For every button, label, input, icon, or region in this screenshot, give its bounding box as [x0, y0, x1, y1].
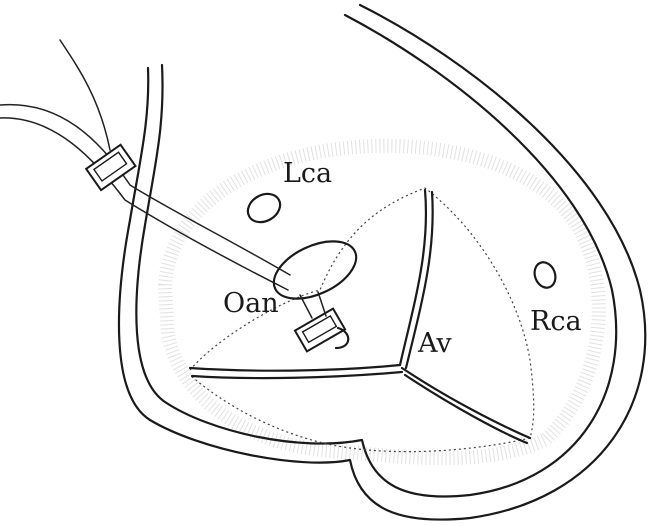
- outer-vessel-wall: [117, 3, 647, 521]
- right-coronary-ostium: [533, 261, 557, 289]
- label-av: Av: [417, 328, 452, 359]
- valve-commissure-left-inner: [190, 370, 404, 380]
- probe-shaft-upper: [0, 103, 291, 276]
- ostium-clip-stem: [299, 291, 327, 319]
- valve-commissure-right-inner: [403, 373, 529, 445]
- anomalous-ostium: [272, 240, 358, 300]
- label-oan: Oan: [223, 288, 279, 319]
- label-lca: Lca: [283, 158, 332, 189]
- left-coronary-ostium: [246, 192, 282, 224]
- ostium-clip-loop: [334, 326, 350, 350]
- annulus-outline: [189, 187, 535, 453]
- valve-commissure-top: [398, 188, 428, 367]
- valve-commissure-left: [188, 363, 402, 372]
- inner-vessel-wall: [135, 13, 618, 498]
- suture-thread: [59, 39, 111, 151]
- valve-commissure-top-inner: [404, 190, 434, 370]
- label-rca: Rca: [530, 306, 582, 337]
- probe-shaft-lower: [0, 117, 289, 291]
- outer-wall-clip: [84, 143, 137, 192]
- ostium-clip: [293, 307, 347, 353]
- valve-commissure-right: [400, 366, 532, 440]
